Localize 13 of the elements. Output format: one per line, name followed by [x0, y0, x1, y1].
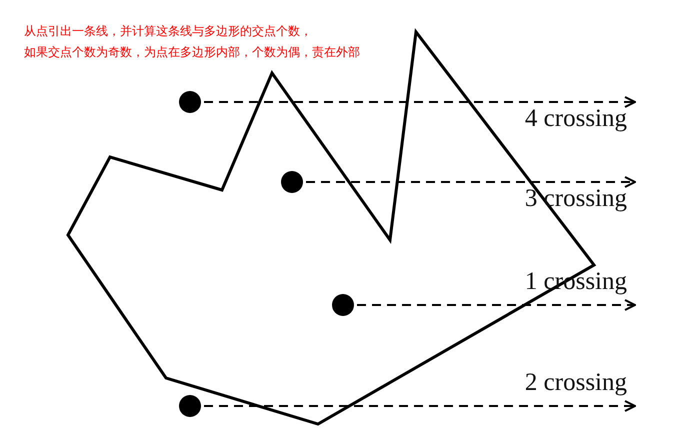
dot	[179, 395, 201, 417]
dot	[281, 171, 303, 193]
note-text: 如果交点个数为奇数，为点在多边形内部，个数为偶，责在外部	[24, 45, 360, 60]
dashed-arrow	[357, 299, 636, 311]
note-text: 从点引出一条线，并计算这条线与多边形的交点个数，	[24, 24, 312, 38]
dashed-arrow	[306, 176, 636, 188]
dot	[179, 91, 201, 113]
dashed-arrow	[204, 400, 636, 412]
dot	[332, 294, 354, 316]
edge-label: 3 crossing	[524, 186, 627, 211]
dashed-arrow	[204, 96, 636, 108]
edge-label: 4 crossing	[524, 106, 627, 131]
edge-label: 2 crossing	[524, 370, 627, 395]
